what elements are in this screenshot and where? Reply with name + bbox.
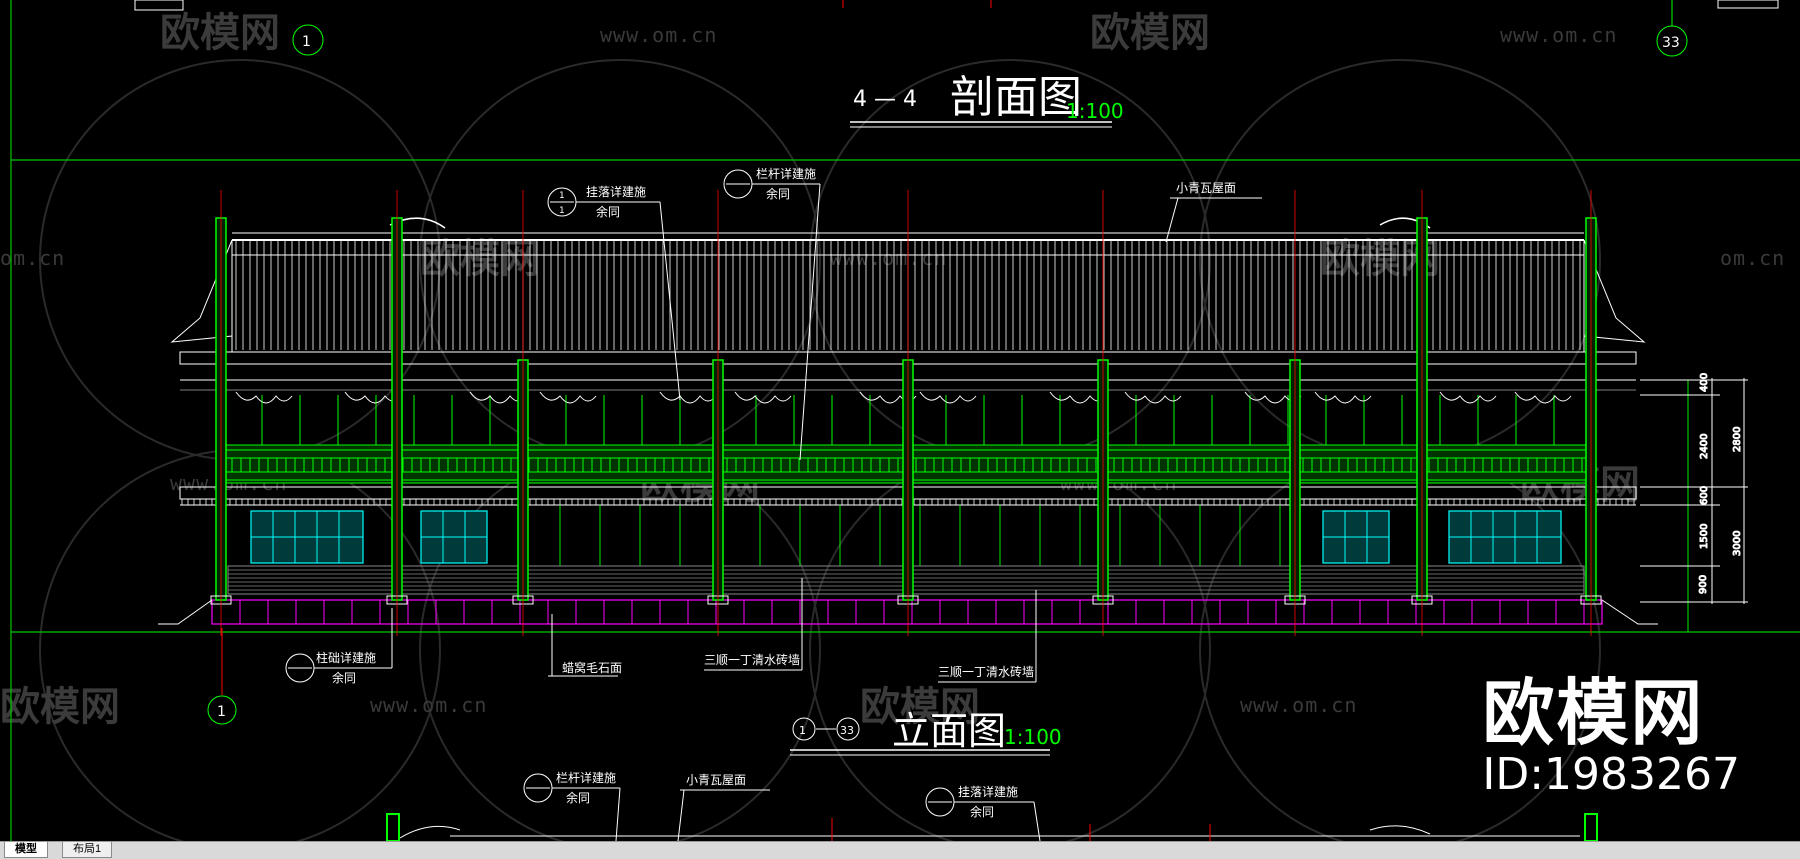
dim-text: 900	[1698, 575, 1709, 594]
axis-bubble: 1	[207, 628, 237, 725]
dim-text: 600	[1699, 486, 1710, 505]
cad-model-space[interactable]: 欧模网 www.om.cn 欧模网 www.om.cn om.cn 欧模网 ww…	[0, 0, 1800, 841]
gualuo-lattice	[1514, 391, 1572, 404]
elevation-name: 立面图	[892, 709, 1006, 753]
watermark-brand: 欧模网	[160, 10, 280, 56]
axis-from: 1	[799, 724, 806, 737]
gualuo-lattice	[1124, 391, 1182, 404]
gualuo-lattice	[734, 391, 792, 404]
tab-model[interactable]: 模型	[4, 842, 48, 858]
note-base-line2: 余同	[332, 670, 356, 685]
callouts: 1 1 挂落详建施 余同 栏杆详建施 余同 小青瓦屋面 柱础详建施 余同	[285, 166, 1262, 685]
gualuo-lattice	[235, 391, 293, 404]
watermark-brand: 欧模网	[420, 236, 540, 282]
note-roof: 小青瓦屋面	[686, 773, 746, 787]
watermark-brand: 欧模网	[1090, 10, 1210, 56]
axis-label: 1	[217, 704, 226, 720]
note-gualuo-line1: 挂落详建施	[958, 784, 1018, 799]
gualuo-lattice	[1314, 391, 1372, 404]
watermark-url: om.cn	[1720, 246, 1785, 270]
section-name: 剖面图	[950, 72, 1082, 123]
watermark-url: www.om.cn	[600, 23, 717, 47]
note-gualuo-line2: 余同	[596, 204, 620, 219]
note-gualuo-line2: 余同	[970, 804, 994, 819]
watermark-url: www.om.cn	[830, 246, 947, 270]
watermark-id: ID:1983267	[1482, 749, 1740, 800]
note-base-line1: 柱础详建施	[316, 650, 376, 665]
tab-layout1[interactable]: 布局1	[62, 842, 113, 858]
drawing-frame	[10, 0, 1800, 841]
dim-text: 2800	[1732, 427, 1743, 452]
note-railing-line1: 栏杆详建施	[556, 770, 616, 785]
watermark-brand: 欧模网	[0, 684, 120, 730]
note-railing-line2: 余同	[766, 186, 790, 201]
gualuo-lattice	[539, 391, 597, 404]
dim-text: 2400	[1699, 434, 1710, 459]
layout-tab-bar: 模型 布局1	[0, 841, 1800, 859]
note-roof: 小青瓦屋面	[1176, 181, 1236, 195]
detail-ref: 1	[559, 191, 565, 201]
note-railing-line2: 余同	[566, 790, 590, 805]
dim-text: 3000	[1732, 531, 1743, 556]
elevation-title: 1 33 立面图 1:100	[790, 709, 1062, 756]
detail-ref: 1	[559, 206, 565, 216]
elevation-drawing[interactable]: 欧模网 www.om.cn 欧模网 www.om.cn om.cn 欧模网 ww…	[0, 0, 1800, 841]
gualuo-lattice	[659, 391, 717, 404]
elevation-scale: 1:100	[1004, 725, 1062, 749]
building-elevation	[158, 190, 1658, 636]
watermark-brand-large: 欧模网	[1482, 671, 1705, 755]
watermark-brand: 欧模网	[860, 684, 980, 730]
lower-partial-drawing: 栏杆详建施 余同 小青瓦屋面 挂落详建施 余同	[386, 770, 1598, 841]
section-scale: 1:100	[1066, 99, 1124, 123]
note-stone: 蜡窝毛石面	[562, 660, 622, 675]
axis-to: 33	[840, 724, 854, 737]
axis-label: 33	[1662, 35, 1680, 51]
watermark-url: www.om.cn	[370, 693, 487, 717]
watermark-url: www.om.cn	[1240, 693, 1357, 717]
top-fragments: 1 33	[134, 0, 1779, 57]
dim-text: 1500	[1699, 524, 1710, 549]
section-mark: 4 — 4	[853, 87, 917, 112]
note-railing-line1: 栏杆详建施	[756, 166, 816, 181]
gualuo-lattice	[919, 391, 977, 404]
note-gualuo-line1: 挂落详建施	[586, 184, 646, 199]
dimension-chain: 400 2400 600 1500 900 2800 3000	[1640, 372, 1748, 604]
note-brick-wall: 三顺一丁清水砖墙	[704, 652, 800, 667]
watermark-badge: 欧模网 ID:1983267	[1482, 675, 1740, 799]
gualuo-lattice	[1439, 391, 1497, 404]
dim-text: 400	[1699, 373, 1710, 392]
watermark-url: om.cn	[0, 246, 65, 270]
watermark-url: www.om.cn	[1500, 23, 1617, 47]
section-title: 4 — 4 剖面图 1:100	[850, 72, 1124, 128]
axis-label: 1	[302, 34, 311, 50]
note-brick-wall: 三顺一丁清水砖墙	[938, 664, 1034, 679]
